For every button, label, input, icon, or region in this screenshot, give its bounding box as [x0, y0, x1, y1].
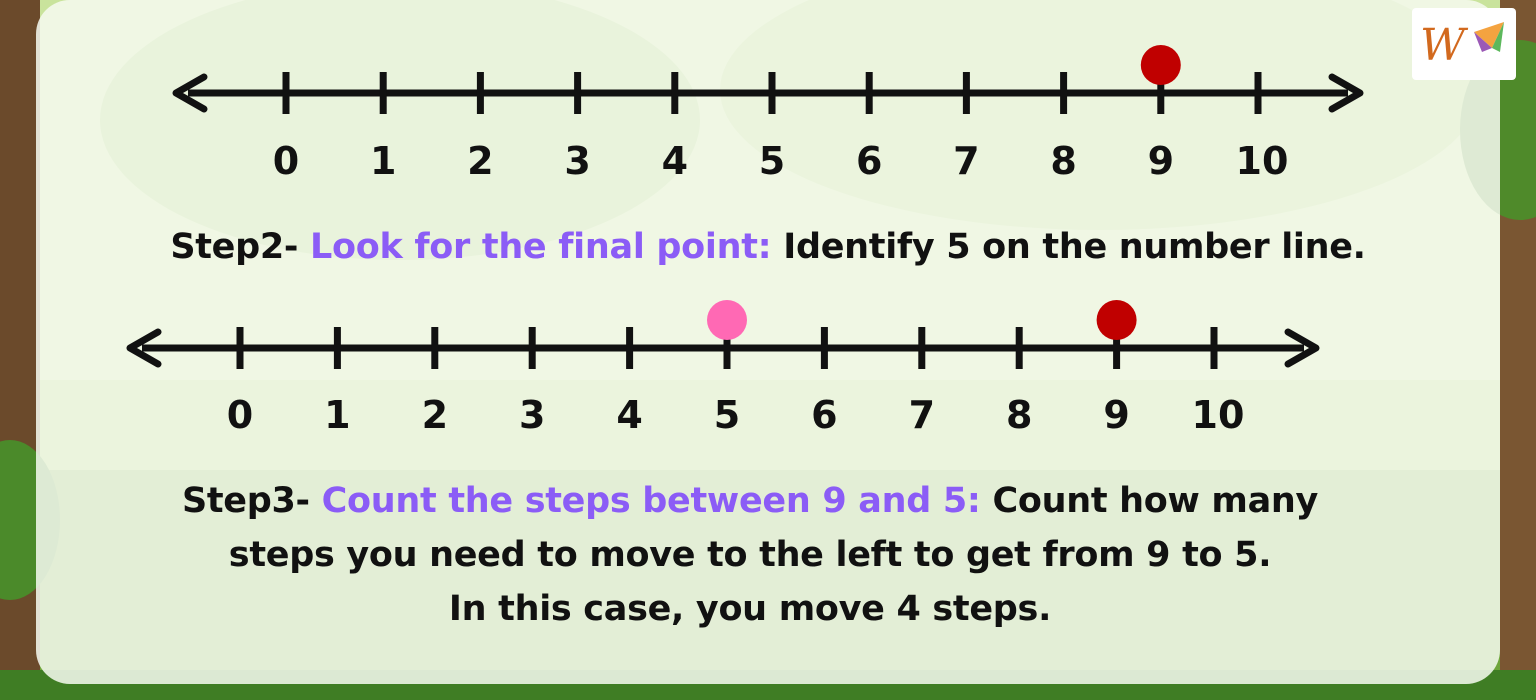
left-arrow-icon: [172, 73, 208, 113]
tick-label: 9: [1148, 139, 1174, 183]
step3-highlight: Count the steps between 9 and 5:: [321, 481, 981, 521]
tick-label: 1: [370, 139, 396, 183]
tick-label: 0: [227, 393, 253, 437]
point-marker: [1140, 45, 1181, 85]
step2-highlight: Look for the final point:: [310, 227, 772, 267]
tick-label: 5: [714, 393, 740, 437]
step3-line1: Step3- Count the steps between 9 and 5: …: [0, 474, 1500, 528]
tick-label: 7: [909, 393, 935, 437]
w-kite-logo-icon: W: [1420, 20, 1504, 71]
step3-rest: Count how many: [980, 481, 1319, 521]
point-marker: [1096, 300, 1137, 340]
tick-label: 6: [856, 139, 882, 183]
tick-label: 5: [759, 139, 785, 183]
tick-label: 1: [324, 393, 350, 437]
right-arrow-icon: [1328, 73, 1364, 113]
step3-line2: steps you need to move to the left to ge…: [228, 535, 1272, 575]
tick-label: 4: [662, 139, 688, 183]
tick-label: 9: [1103, 393, 1129, 437]
svg-text:W: W: [1420, 20, 1469, 71]
tick-label: 4: [616, 393, 642, 437]
tick-label: 8: [1050, 139, 1076, 183]
step2-rest: Identify 5 on the number line.: [771, 227, 1366, 267]
step2-prefix: Step2-: [170, 227, 311, 267]
step3-instruction: Step3- Count the steps between 9 and 5: …: [0, 474, 1500, 636]
logo: W: [1412, 8, 1516, 80]
step3-prefix: Step3-: [181, 481, 322, 521]
tick-label: 6: [811, 393, 837, 437]
step3-line3: In this case, you move 4 steps.: [448, 589, 1052, 629]
tick-label: 2: [467, 139, 493, 183]
tick-label: 10: [1192, 393, 1245, 437]
tick-label: 8: [1006, 393, 1032, 437]
step2-instruction: Step2- Look for the final point: Identif…: [0, 227, 1536, 267]
tick-label: 2: [422, 393, 448, 437]
tick-label: 3: [519, 393, 545, 437]
tick-label: 7: [953, 139, 979, 183]
tick-label: 10: [1236, 139, 1289, 183]
tick-label: 3: [564, 139, 590, 183]
left-arrow-icon: [126, 328, 162, 368]
right-arrow-icon: [1284, 328, 1320, 368]
point-marker: [707, 300, 747, 340]
tick-label: 0: [273, 139, 299, 183]
